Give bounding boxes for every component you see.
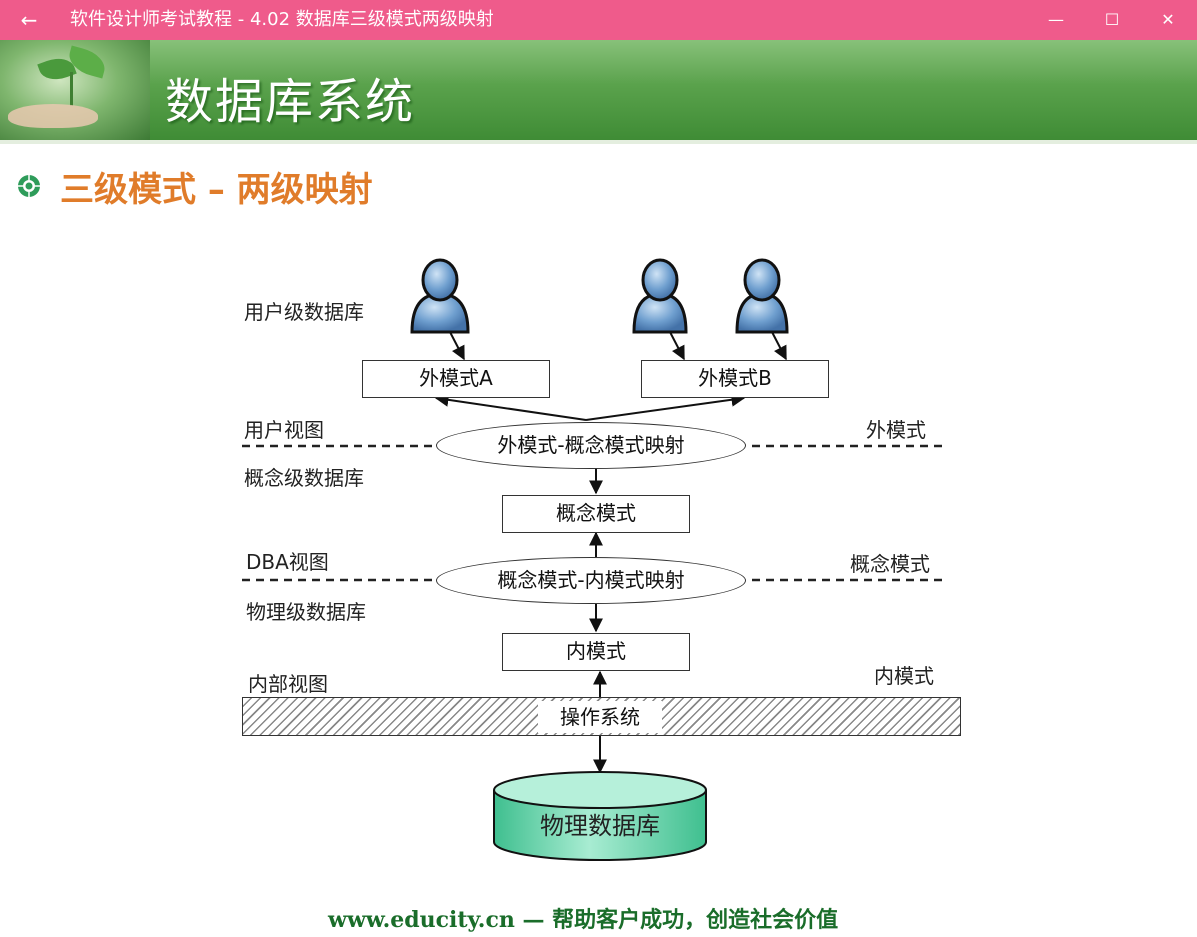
user-icon [735, 258, 789, 334]
internal-schema-box: 内模式 [502, 633, 690, 671]
back-arrow-icon[interactable]: ← [20, 8, 38, 32]
diagram-lines [242, 258, 946, 861]
concept-db-label: 概念级数据库 [244, 466, 364, 490]
operating-system-label: 操作系统 [538, 701, 662, 733]
slide: 数据库系统 三级模式 – 两级映射 [0, 40, 1197, 937]
conceptual-schema-box: 概念模式 [502, 495, 690, 533]
external-schema-b-box: 外模式B [641, 360, 829, 398]
user-view-label: 用户视图 [244, 418, 324, 442]
external-schema-label: 外模式 [866, 418, 926, 442]
slide-banner: 数据库系统 [0, 40, 1197, 140]
physical-database-label: 物理数据库 [540, 812, 660, 840]
external-conceptual-mapping: 外模式-概念模式映射 [436, 422, 746, 469]
user-icon [410, 258, 470, 334]
dba-view-label: DBA视图 [246, 550, 329, 574]
external-schema-a-box: 外模式A [362, 360, 550, 398]
three-schema-diagram: 用户级数据库 用户视图 概念级数据库 DBA视图 物理级数据库 内部视图 外模式… [0, 40, 1197, 937]
close-button[interactable]: ✕ [1161, 10, 1175, 29]
bullet-flower-icon [18, 175, 40, 197]
conceptual-schema-label: 概念模式 [850, 552, 930, 576]
slide-footer: www.educity.cn — 帮助客户成功，创造社会价值 [328, 907, 839, 933]
minimize-button[interactable]: — [1048, 10, 1064, 29]
physical-db-label: 物理级数据库 [246, 600, 366, 624]
title-bar: ← 软件设计师考试教程 - 4.02 数据库三级模式两级映射 — ☐ ✕ [0, 0, 1197, 40]
physical-database-cylinder [493, 771, 707, 861]
banner-title: 数据库系统 [165, 74, 416, 130]
user-icon [632, 258, 688, 334]
internal-schema-label: 内模式 [874, 664, 934, 688]
conceptual-internal-mapping: 概念模式-内模式映射 [436, 557, 746, 604]
user-db-label: 用户级数据库 [244, 300, 364, 324]
internal-view-label: 内部视图 [248, 672, 328, 696]
slide-subtitle: 三级模式 – 两级映射 [60, 170, 373, 210]
maximize-button[interactable]: ☐ [1104, 10, 1120, 29]
sprout-in-hands-image [0, 40, 150, 140]
window-title: 软件设计师考试教程 - 4.02 数据库三级模式两级映射 [70, 9, 494, 30]
